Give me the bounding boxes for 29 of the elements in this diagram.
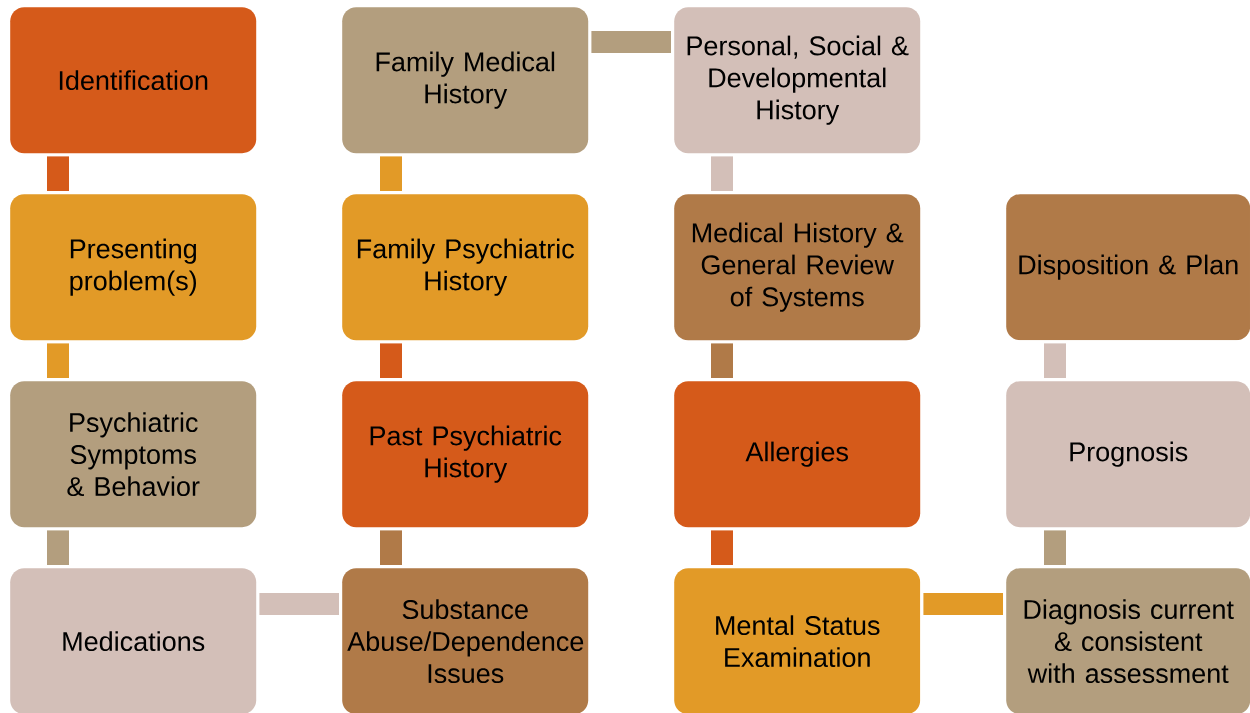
process-box: Identification: [10, 7, 257, 154]
process-box: Personal, Social & Developmental History: [674, 7, 921, 154]
process-box: Substance Abuse/Dependence Issues: [342, 568, 589, 713]
process-box: Disposition & Plan: [1006, 194, 1250, 341]
connector-bar: [380, 343, 402, 378]
connector-bar: [47, 530, 69, 565]
process-box: Mental Status Examination: [674, 568, 921, 713]
connector-bar: [1044, 530, 1066, 565]
connector-bar: [711, 156, 733, 191]
connector-bar: [591, 31, 671, 53]
process-box: Family Psychiatric History: [342, 194, 589, 341]
connector-bar: [1044, 343, 1066, 378]
connector-bar: [259, 593, 339, 615]
connector-bar: [711, 530, 733, 565]
connector-bar: [47, 156, 69, 191]
connector-bar: [380, 156, 402, 191]
process-box: Presenting problem(s): [10, 194, 257, 341]
process-box: Diagnosis current & consistent with assessment: [1006, 568, 1250, 713]
connector-bar: [923, 593, 1003, 615]
connector-bar: [47, 343, 69, 378]
process-box: Family Medical History: [342, 7, 589, 154]
process-box: Allergies: [674, 381, 921, 528]
process-box: Psychiatric Symptoms & Behavior: [10, 381, 257, 528]
process-box: Medications: [10, 568, 257, 713]
process-box: Prognosis: [1006, 381, 1250, 528]
process-box: Medical History & General Review of Systems: [674, 194, 921, 341]
connector-bar: [380, 530, 402, 565]
process-box: Past Psychiatric History: [342, 381, 589, 528]
connector-bar: [711, 343, 733, 378]
